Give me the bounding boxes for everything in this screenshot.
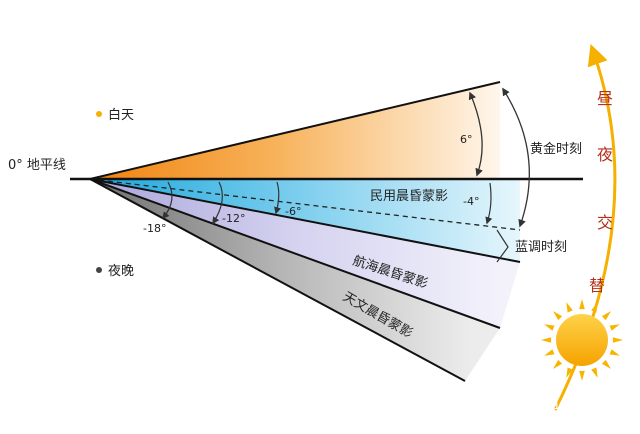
sun-ray <box>591 367 598 378</box>
night-label: 夜晚 <box>108 264 134 279</box>
arc-plus6 <box>468 91 483 177</box>
arc-golden-hour <box>502 87 530 228</box>
sun-ray <box>553 311 563 321</box>
sun-ray <box>544 324 555 331</box>
arc-minus12 <box>212 181 223 225</box>
night-dot <box>96 267 102 273</box>
sun-ray <box>591 302 598 313</box>
watermark-text: 知乎 @地理沙龙 <box>484 401 586 418</box>
sun-ray <box>553 359 563 369</box>
angle-minus18-label: -18° <box>143 222 166 235</box>
top-ray <box>89 81 501 180</box>
day-dot <box>96 111 102 117</box>
sun-ray <box>566 302 573 313</box>
vertical-char-1: 昼 <box>597 89 613 108</box>
blue-hour-label: 蓝调时刻 <box>515 240 567 255</box>
angle-minus6-label: -6° <box>285 205 301 218</box>
arc-minus6 <box>274 181 282 215</box>
vertical-char-3: 交 <box>597 213 613 232</box>
minus12-ray <box>89 178 501 329</box>
nautical-wedge <box>90 179 520 328</box>
arc-blue-hour <box>496 229 509 263</box>
minus18-ray <box>89 178 466 382</box>
day-label: 白天 <box>108 107 134 123</box>
horizon-label: 0° 地平线 <box>8 158 66 173</box>
sun-ray <box>544 349 555 356</box>
sun-icon <box>541 299 623 381</box>
sun-ray <box>609 324 620 331</box>
sun-ray <box>579 370 585 381</box>
vertical-char-2: 夜 <box>597 145 613 164</box>
angle-minus12-label: -12° <box>222 212 245 225</box>
arc-minus18 <box>162 181 173 220</box>
sun-ray <box>601 359 611 369</box>
sun-ray <box>609 349 620 356</box>
astronomical-wedge <box>90 179 500 381</box>
sun-ray <box>579 299 585 310</box>
sun-ray <box>566 367 573 378</box>
minus6-ray <box>89 178 521 263</box>
minus4-dashed-line <box>89 178 521 231</box>
golden-hour-label: 黄金时刻 <box>530 141 582 157</box>
sun-ray <box>541 337 552 343</box>
angle-minus4-label: -4° <box>463 195 479 208</box>
angle-plus6-label: 6° <box>460 133 473 146</box>
sun-ray <box>601 311 611 321</box>
sun-ray <box>612 337 623 343</box>
arc-minus4 <box>485 182 493 225</box>
vertical-char-4: 替 <box>589 276 605 295</box>
civil-label: 民用晨昏蒙影 <box>370 189 448 204</box>
